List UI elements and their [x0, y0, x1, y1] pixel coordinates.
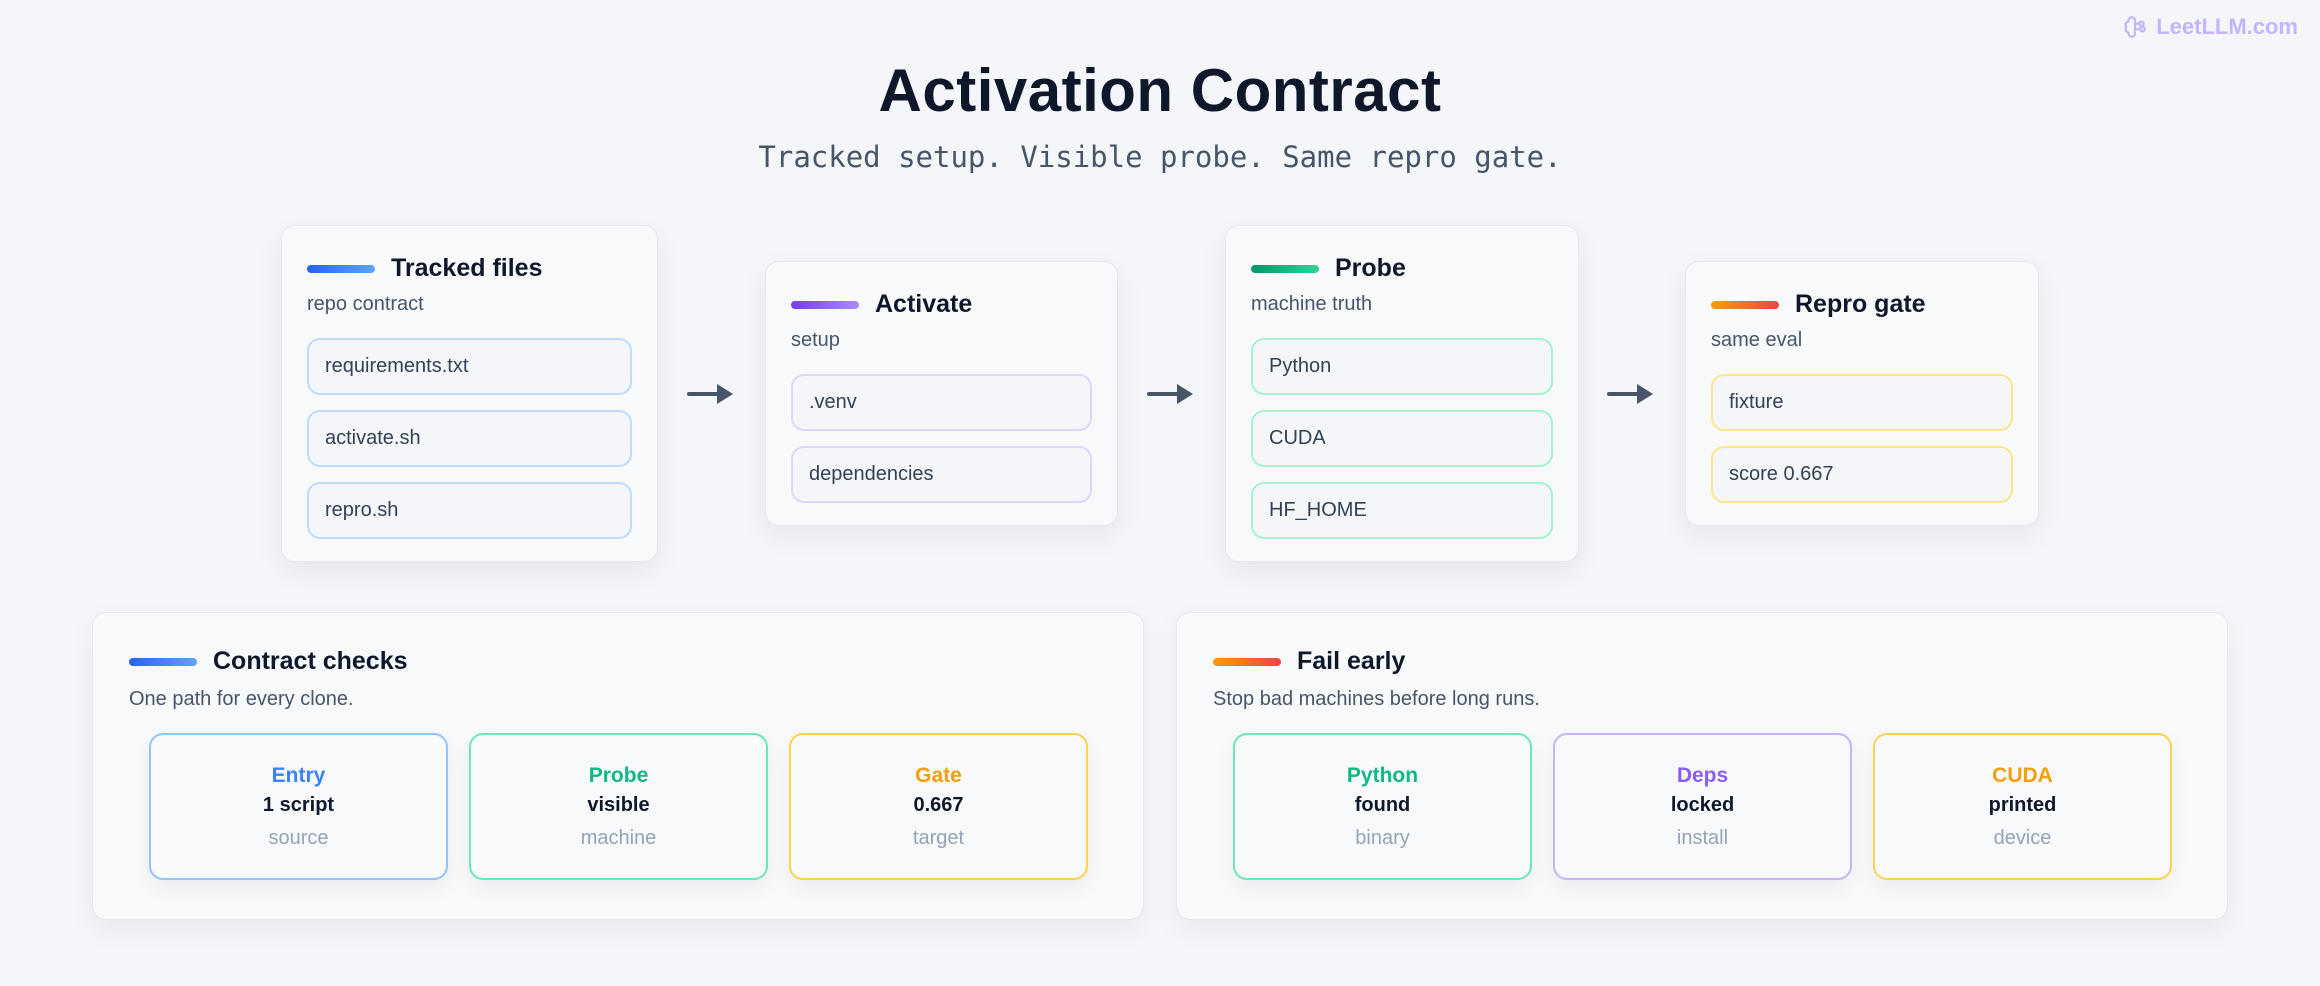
stage-subtitle: setup — [791, 329, 840, 351]
item-requirements-txt: requirements.txt — [307, 338, 632, 395]
brand-logo[interactable]: LeetLLM.com — [2122, 14, 2298, 40]
tile-value: printed — [1988, 793, 2057, 816]
item-dependencies: dependencies — [791, 446, 1092, 503]
item-repro-sh: repro.sh — [307, 482, 632, 539]
accent-bar — [1213, 657, 1281, 666]
tile-cuda: CUDA printed device — [1873, 733, 2172, 880]
tile-value: found — [1354, 793, 1411, 816]
accent-bar — [1711, 300, 1779, 309]
accent-bar — [1251, 264, 1319, 273]
item-hf-home: HF_HOME — [1251, 482, 1553, 539]
flow-arrow — [1147, 384, 1193, 404]
tile-deps: Deps locked install — [1553, 733, 1852, 880]
item-python: Python — [1251, 338, 1553, 395]
tile-value: visible — [587, 793, 650, 816]
tile-value: locked — [1670, 793, 1735, 816]
tile-probe: Probe visible machine — [469, 733, 768, 880]
tile-label: Deps — [1676, 763, 1729, 787]
tile-label: CUDA — [1992, 763, 2053, 787]
item-score: score 0.667 — [1711, 446, 2013, 503]
stage-card-probe: Probe machine truth Python CUDA HF_HOME — [1225, 225, 1579, 562]
panel-fail-early: Fail early Stop bad machines before long… — [1176, 612, 2228, 920]
tile-entry: Entry 1 script source — [149, 733, 448, 880]
tile-note: install — [1676, 826, 1729, 849]
accent-bar — [791, 300, 859, 309]
stage-subtitle: repo contract — [307, 293, 424, 315]
accent-bar — [307, 264, 375, 273]
accent-bar — [129, 657, 197, 666]
stage-title: Repro gate — [1795, 290, 1926, 318]
panel-subtitle: Stop bad machines before long runs. — [1213, 688, 1540, 710]
item-venv: .venv — [791, 374, 1092, 431]
tile-value: 0.667 — [913, 793, 964, 816]
item-fixture: fixture — [1711, 374, 2013, 431]
panel-title: Fail early — [1297, 647, 1406, 675]
stage-title: Activate — [875, 290, 973, 318]
tile-label: Gate — [915, 763, 962, 787]
tile-note: target — [912, 826, 965, 849]
stage-subtitle: same eval — [1711, 329, 1803, 351]
tile-value: 1 script — [262, 793, 335, 816]
tile-gate: Gate 0.667 target — [789, 733, 1088, 880]
stage-card-activate: Activate setup .venv dependencies — [765, 261, 1118, 526]
tile-note: machine — [580, 826, 657, 849]
tile-label: Python — [1346, 763, 1419, 787]
stage-title: Tracked files — [391, 254, 543, 282]
brain-icon — [2124, 16, 2146, 38]
panel-title: Contract checks — [213, 647, 408, 675]
stage-title: Probe — [1335, 254, 1406, 282]
tile-python: Python found binary — [1233, 733, 1532, 880]
stage-subtitle: machine truth — [1251, 293, 1373, 315]
stage-card-tracked-files: Tracked files repo contract requirements… — [281, 225, 658, 562]
tile-label: Probe — [588, 763, 649, 787]
panel-subtitle: One path for every clone. — [129, 688, 354, 710]
page-title: Activation Contract — [878, 57, 1442, 124]
brand-text: LeetLLM.com — [2156, 14, 2298, 39]
page-subtitle: Tracked setup. Visible probe. Same repro… — [758, 140, 1562, 174]
tile-label: Entry — [271, 763, 326, 787]
tile-note: device — [1993, 826, 2052, 849]
flow-arrow — [687, 384, 733, 404]
item-activate-sh: activate.sh — [307, 410, 632, 467]
tile-note: binary — [1355, 826, 1410, 849]
tile-note: source — [268, 826, 329, 849]
item-cuda: CUDA — [1251, 410, 1553, 467]
stage-card-repro-gate: Repro gate same eval fixture score 0.667 — [1685, 261, 2039, 526]
flow-arrow — [1607, 384, 1653, 404]
panel-contract-checks: Contract checks One path for every clone… — [92, 612, 1144, 920]
